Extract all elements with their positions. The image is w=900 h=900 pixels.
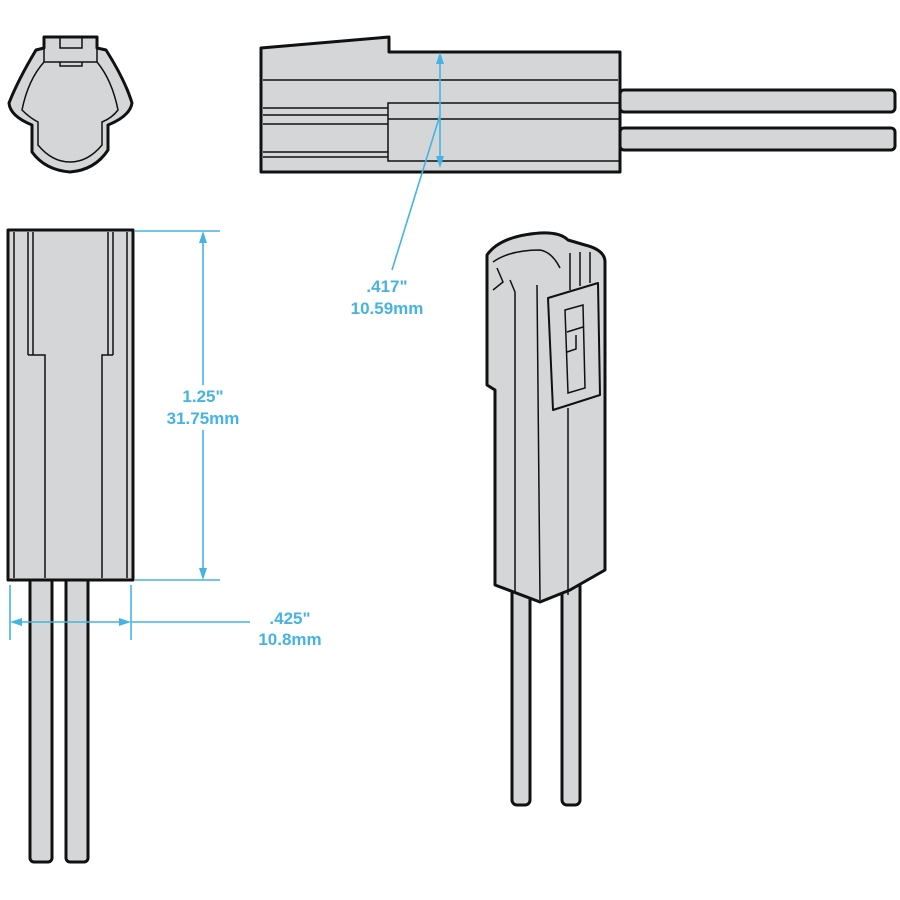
height-mm-label: 10.59mm	[351, 299, 424, 318]
height-dimension: .417" 10.59mm	[351, 52, 444, 318]
front-view	[6, 228, 135, 864]
perspective-view	[485, 231, 607, 807]
width-inches-label: .425"	[269, 609, 310, 628]
length-inches-label: 1.25"	[182, 387, 223, 406]
side-view	[259, 35, 897, 174]
end-view	[7, 35, 134, 174]
width-dimension: .425" 10.8mm	[9, 585, 322, 649]
width-mm-label: 10.8mm	[258, 630, 321, 649]
length-dimension: 1.25" 31.75mm	[135, 230, 240, 581]
length-mm-label: 31.75mm	[167, 409, 240, 428]
height-inches-label: .417"	[366, 277, 407, 296]
